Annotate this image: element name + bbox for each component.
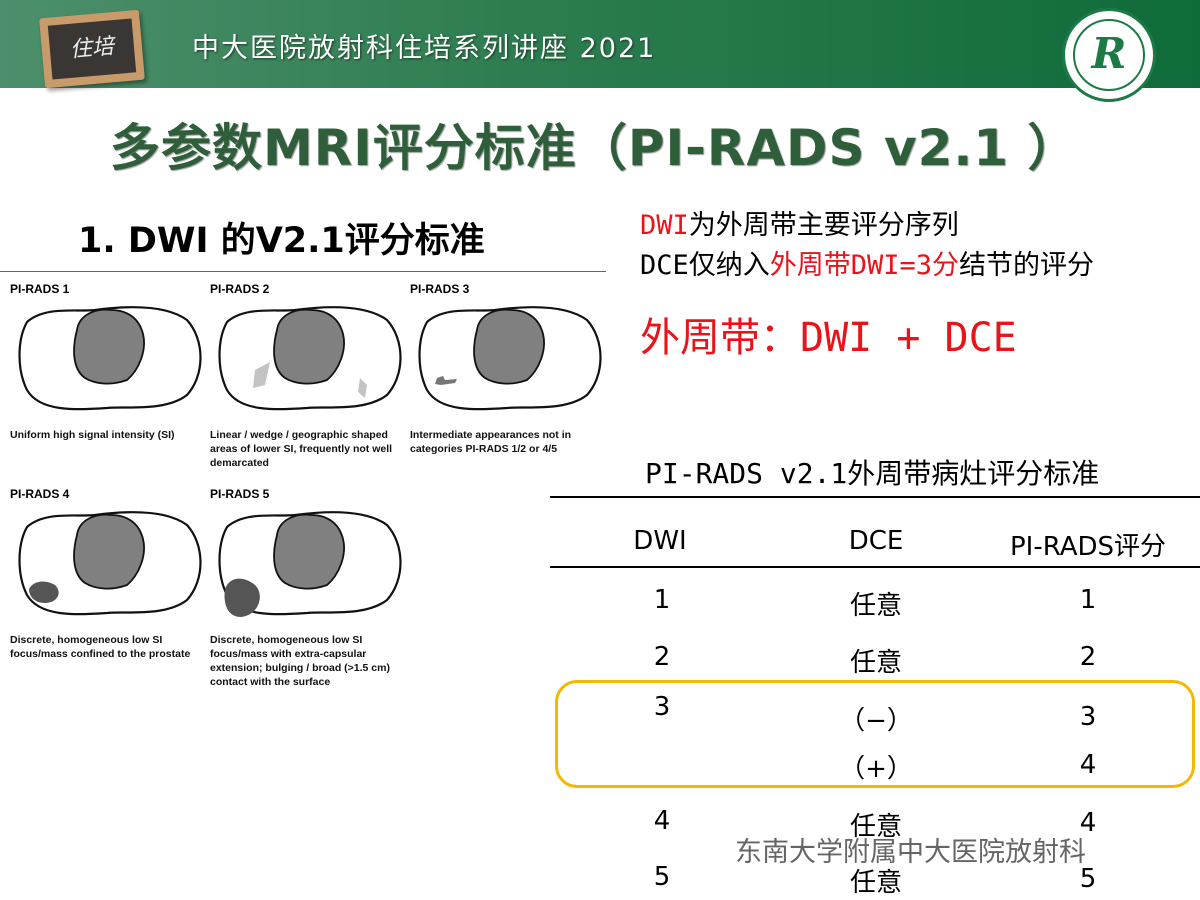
table-header-cell: DCE <box>848 526 904 556</box>
table-header-rule <box>550 566 1200 568</box>
panel-caption: Discrete, homogeneous low SI focus/mass … <box>210 634 390 688</box>
table-cell-dce: 任意 <box>849 868 903 898</box>
watermark: 东南大学附属中大医院放射科 <box>735 837 1086 868</box>
header-banner <box>0 0 1200 88</box>
divider <box>0 271 606 272</box>
panel-label: PI-RADS 2 <box>210 282 270 296</box>
panel-label: PI-RADS 5 <box>210 487 270 501</box>
panel-caption: Intermediate appearances not in categori… <box>410 429 572 455</box>
board-text: 住培 <box>47 18 137 80</box>
table-cell-dce: （+） <box>839 754 913 784</box>
table-cell-dce: 任意 <box>849 648 903 678</box>
table-cell-dwi: 5 <box>653 862 671 892</box>
table-cell-score: 3 <box>1079 702 1097 732</box>
table-header-cell: PI-RADS评分 <box>1009 532 1167 562</box>
highlight-box <box>555 680 1195 788</box>
panel-caption: Linear / wedge / geographic shaped areas… <box>210 429 393 469</box>
slide-title: 多参数MRI评分标准（PI-RADS v2.1 ） <box>110 119 1079 177</box>
section-subtitle: 1. DWI 的V2.1评分标准 <box>78 221 485 261</box>
table-cell-dwi: 2 <box>653 642 671 672</box>
prostate-diagram <box>18 511 202 616</box>
table-header-cell: DWI <box>633 526 687 556</box>
hospital-logo: R <box>1062 8 1156 102</box>
prostate-diagram <box>418 306 602 411</box>
note-emphasis: 外周带：DWI + DCE <box>640 315 1017 361</box>
panel-label: PI-RADS 4 <box>10 487 70 501</box>
header-title: 中大医院放射科住培系列讲座 2021 <box>192 33 657 64</box>
table-cell-dce: 任意 <box>849 591 903 621</box>
prostate-diagram <box>218 306 402 411</box>
panel-label: PI-RADS 1 <box>10 282 70 296</box>
table-cell-score: 1 <box>1079 585 1097 615</box>
table-cell-dce: 任意 <box>849 812 903 842</box>
panel-label: PI-RADS 3 <box>410 282 470 296</box>
table-cell-dce: （−） <box>839 706 913 736</box>
prostate-diagram <box>18 306 202 411</box>
table-cell-score: 4 <box>1079 750 1097 780</box>
panel-caption: Uniform high signal intensity (SI) <box>10 429 175 441</box>
table-title: PI-RADS v2.1外周带病灶评分标准 <box>645 457 1100 490</box>
chalkboard-logo: 住培 <box>39 9 145 89</box>
table-cell-dwi: 1 <box>653 585 671 615</box>
note-line-1: DWI为外周带主要评分序列 <box>640 210 959 241</box>
table-cell-score: 2 <box>1079 642 1097 672</box>
prostate-diagram <box>218 511 402 617</box>
table-cell-score: 4 <box>1079 808 1097 838</box>
table-cell-score: 5 <box>1079 864 1097 894</box>
note-line-2: DCE仅纳入外周带DWI=3分结节的评分 <box>640 250 1095 281</box>
panel-caption: Discrete, homogeneous low SI focus/mass … <box>10 634 191 660</box>
table-cell-dwi: 3 <box>653 692 671 722</box>
table-top-rule <box>550 496 1200 498</box>
table-cell-dwi: 4 <box>653 806 671 836</box>
